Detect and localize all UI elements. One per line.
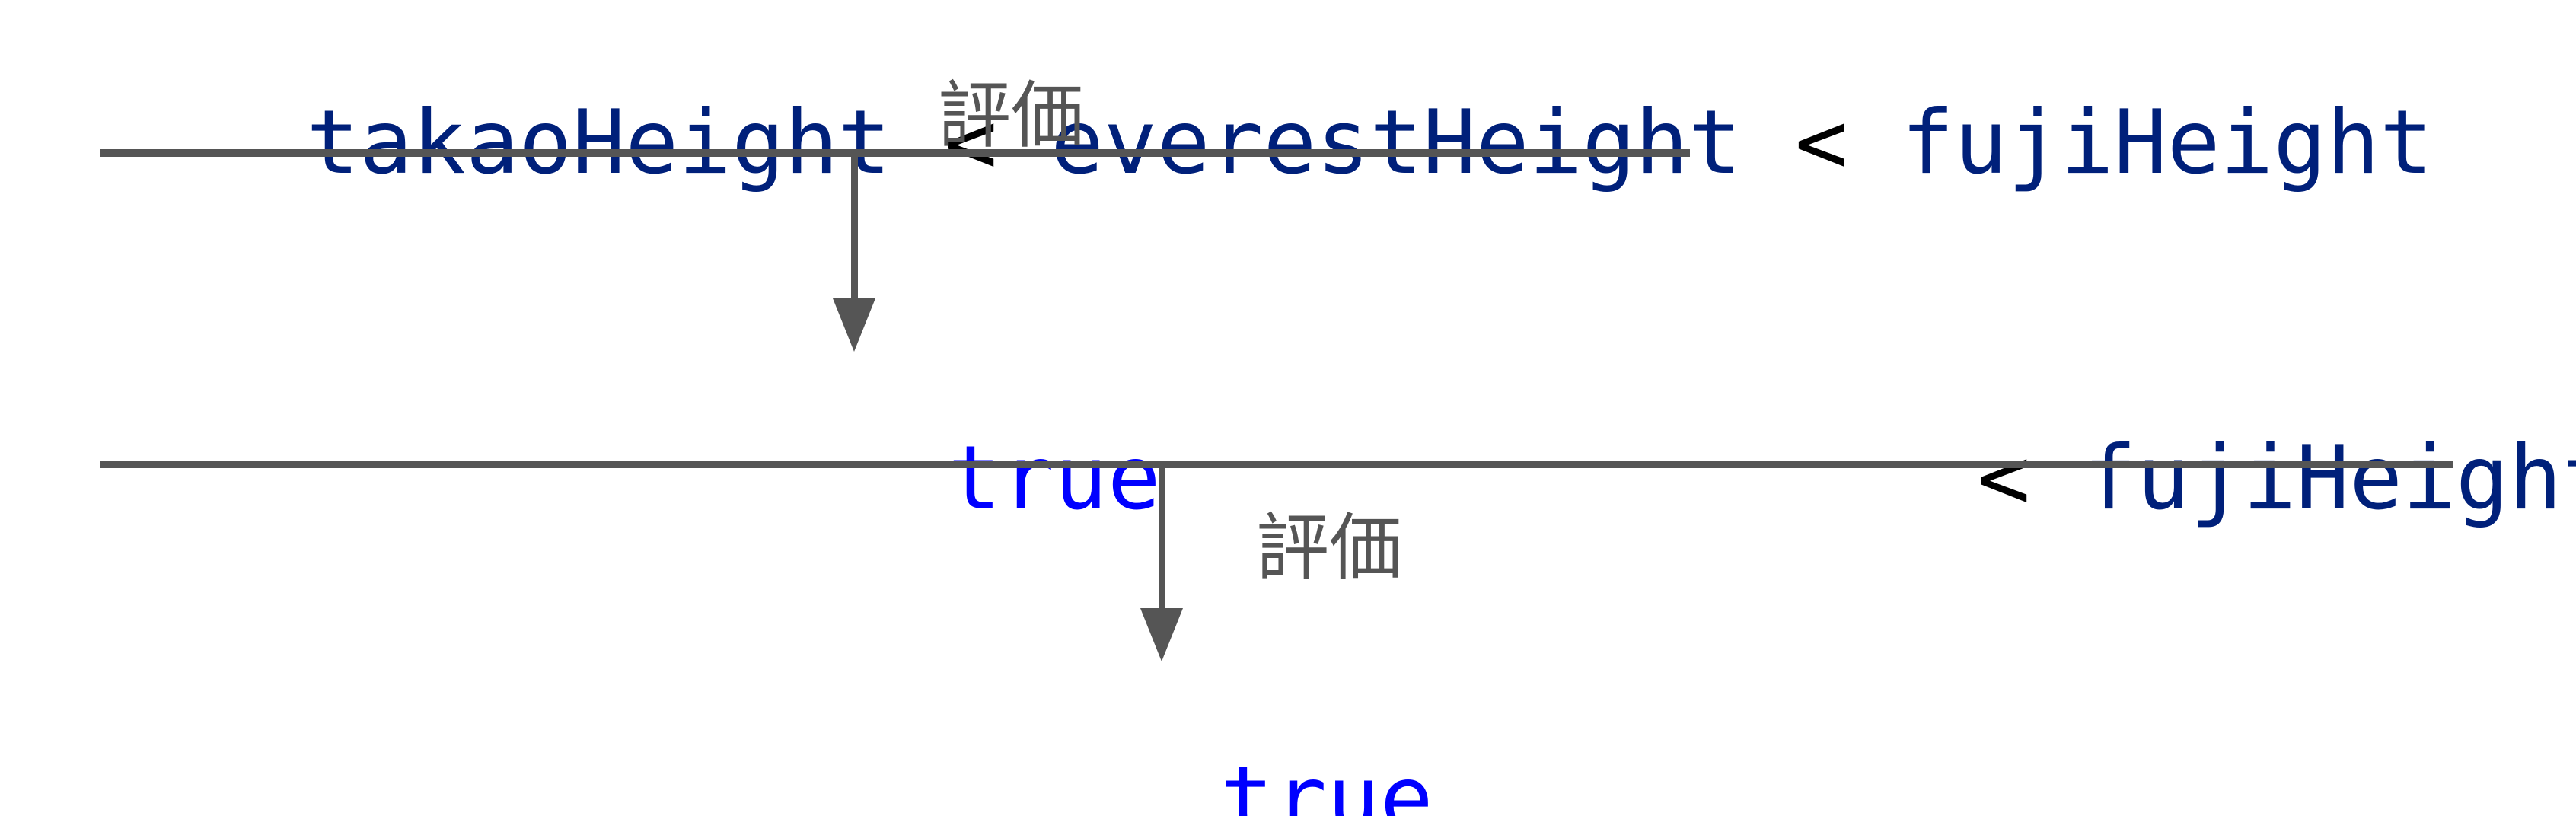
spacer-3 xyxy=(1848,91,1902,194)
identifier-takao-height: takaoHeight xyxy=(306,91,891,194)
identifier-everest-height: everestHeight xyxy=(1050,91,1742,194)
evaluation-arrow-2 xyxy=(1140,468,1183,663)
operator-lt-1: < xyxy=(944,91,998,194)
boolean-true-2: true xyxy=(1220,747,1433,816)
expression-row-3: true xyxy=(1008,667,1433,816)
identifier-fuji-height-2: fujiHeight xyxy=(2083,427,2576,530)
operator-lt-3: < xyxy=(1977,427,2031,530)
operator-less-than-1 xyxy=(891,91,945,194)
spacer-4 xyxy=(2030,427,2083,530)
expression-row-2-left: true xyxy=(735,346,1161,611)
operator-lt-2: < xyxy=(1794,91,1848,194)
arrow-shaft-2 xyxy=(1159,468,1165,611)
expression-row-2-right: < fujiHeight xyxy=(1765,346,2576,611)
underline-rule-2 xyxy=(100,461,2453,468)
arrow-head-1 xyxy=(833,298,875,352)
expression-row-1: takaoHeight < everestHeight < fujiHeight xyxy=(94,11,2433,276)
arrow-head-2 xyxy=(1140,608,1183,661)
spacer-2 xyxy=(1742,91,1795,194)
underline-rule-1 xyxy=(100,149,1690,157)
arrow-shaft-1 xyxy=(851,157,858,301)
boolean-true-1: true xyxy=(948,427,1161,530)
annotation-label-2: 評価 xyxy=(1256,505,1402,591)
identifier-fuji-height-1: fujiHeight xyxy=(1901,91,2433,194)
annotation-label-1: 評価 xyxy=(938,73,1084,158)
evaluation-arrow-1 xyxy=(833,157,875,352)
